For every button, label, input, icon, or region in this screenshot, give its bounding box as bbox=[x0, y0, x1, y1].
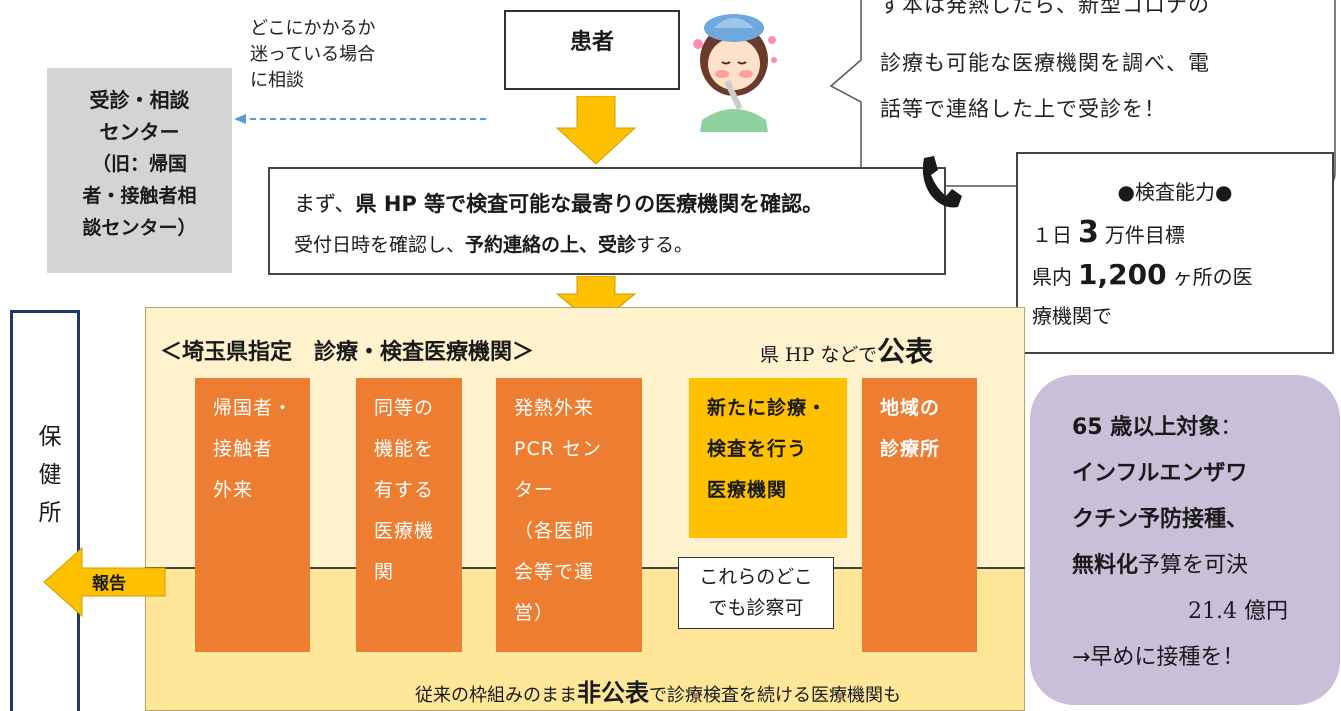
capacity-sites-suffix: ヶ所の医 bbox=[1172, 265, 1253, 289]
health-center-char-1: 保 bbox=[38, 424, 62, 450]
frame-footer-note: 従来の枠組みのまま非公表で診療検査を続ける医療機関も bbox=[415, 673, 901, 708]
column-new-institutions: 新たに診療・ 検査を行う 医療機関 bbox=[689, 378, 847, 538]
footer-bold: 非公表 bbox=[577, 679, 649, 707]
col-3-line-2: PCR セン bbox=[514, 438, 602, 460]
col-3-line-1: 発熱外来 bbox=[514, 397, 595, 419]
step-line-2: 受付日時を確認し、予約連絡の上、受診する。 bbox=[294, 229, 944, 261]
step-line-1-bold: 県 HP 等で検査可能な最寄りの医療機関を確認。 bbox=[355, 192, 824, 216]
step-line-1-plain: まず、 bbox=[294, 192, 356, 216]
col-1-line-1: 帰国者・ bbox=[213, 397, 294, 419]
consult-note: どこにかかるか 迷っている場合 に相談 bbox=[250, 16, 375, 94]
column-fever-pcr-center: 発熱外来 PCR セン ター （各医師 会等で運 営） bbox=[496, 378, 642, 652]
vaccine-age-bold: 65 歳以上対象 bbox=[1072, 415, 1221, 440]
health-center-box bbox=[10, 310, 80, 711]
step-line-2-bold: 予約連絡の上、受診 bbox=[465, 234, 637, 256]
col-4-line-3: 医療機関 bbox=[707, 479, 788, 501]
col-4-line-1: 新たに診療・ bbox=[707, 397, 828, 419]
vaccine-line-6: →早めに接種を！ bbox=[1072, 645, 1245, 670]
col-2-line-5: 関 bbox=[374, 561, 395, 583]
speech-line-2: 診療も可能な医療機関を調べ、電 bbox=[880, 51, 1210, 75]
col-3-line-6: 営） bbox=[514, 602, 555, 624]
vaccine-budget-text: 予算を可決 bbox=[1138, 553, 1249, 578]
publish-note-bold: 公表 bbox=[877, 335, 934, 368]
vaccine-age-colon: ： bbox=[1220, 415, 1243, 440]
capacity-sites-number: 1,200 bbox=[1078, 258, 1167, 291]
vaccine-free-bold: 無料化 bbox=[1072, 553, 1139, 578]
col-2-line-2: 機能を bbox=[374, 438, 435, 460]
speech-line-3: 話等で連絡した上で受診を！ bbox=[880, 97, 1166, 121]
consult-center-box: 受診・相談 センター （旧：帰国 者・接触者相 談センター） bbox=[47, 68, 232, 273]
vaccine-line-4: 無料化予算を可決 bbox=[1072, 543, 1340, 589]
col-2-line-3: 有する bbox=[374, 479, 435, 501]
flu-vaccine-box: 65 歳以上対象： インフルエンザワ クチン予防接種、 無料化予算を可決 21.… bbox=[1030, 375, 1340, 705]
column-equivalent-institutions: 同等の 機能を 有する 医療機 関 bbox=[356, 378, 462, 652]
speech-line-1: ず本は発熱したら、新型コロナの bbox=[880, 0, 1210, 17]
column-local-clinics: 地域の 診療所 bbox=[862, 378, 977, 652]
patient-label: 患者 bbox=[569, 30, 614, 55]
report-arrow-left bbox=[43, 546, 166, 618]
publish-note-plain: 県 HP などで bbox=[760, 344, 878, 366]
sick-patient-icon bbox=[693, 14, 777, 132]
col-5-line-1: 地域の bbox=[880, 397, 941, 419]
any-note-line-1: これらのどこ bbox=[699, 566, 813, 588]
col-5-line-2: 診療所 bbox=[880, 438, 941, 460]
capacity-daily-prefix: １日 bbox=[1032, 223, 1072, 247]
speech-text: ず本は発熱したら、新型コロナの 診療も可能な医療機関を調べ、電 話等で連絡した上… bbox=[880, 0, 1320, 132]
vaccine-line-1: 65 歳以上対象： bbox=[1072, 405, 1340, 451]
first-step-box: まず、県 HP 等で検査可能な最寄りの医療機関を確認。 受付日時を確認し、予約連… bbox=[268, 167, 946, 275]
consult-note-line-1: どこにかかるか bbox=[250, 18, 376, 39]
capacity-daily-number: 3 bbox=[1078, 215, 1099, 250]
consult-line-4: 者・接触者相 bbox=[82, 185, 197, 207]
any-note-line-2: でも診察可 bbox=[708, 597, 804, 619]
consult-line-1: 受診・相談 bbox=[89, 88, 190, 112]
health-center-label: 保 健 所 bbox=[30, 418, 70, 532]
step-line-2-plain-b: する。 bbox=[636, 234, 694, 256]
consult-line-5: 談センター） bbox=[82, 217, 197, 239]
col-3-line-4: （各医師 bbox=[514, 520, 595, 542]
consult-line-2: センター bbox=[99, 120, 180, 144]
col-3-line-5: 会等で運 bbox=[514, 561, 595, 583]
vaccine-line-2: インフルエンザワ bbox=[1072, 461, 1248, 486]
step-line-1: まず、県 HP 等で検査可能な最寄りの医療機関を確認。 bbox=[294, 187, 944, 221]
col-1-line-3: 外来 bbox=[213, 479, 254, 501]
consult-line-3: （旧：帰国 bbox=[91, 153, 187, 175]
health-center-char-3: 所 bbox=[38, 500, 62, 526]
col-1-line-2: 接触者 bbox=[213, 438, 274, 460]
publish-note: 県 HP などで公表 bbox=[760, 330, 933, 370]
health-center-char-2: 健 bbox=[38, 462, 62, 488]
consult-note-line-2: 迷っている場合 bbox=[250, 44, 376, 65]
dashed-arrow-to-consult bbox=[234, 114, 486, 124]
col-3-line-3: ター bbox=[514, 479, 555, 501]
col-2-line-1: 同等の bbox=[374, 397, 435, 419]
any-of-these-note: これらのどこ でも診察可 bbox=[678, 557, 834, 629]
capacity-sites-prefix: 県内 bbox=[1032, 265, 1072, 289]
consult-note-line-3: に相談 bbox=[250, 70, 304, 91]
capacity-title: ●検査能力● bbox=[1117, 180, 1233, 204]
capacity-line-4: 療機関で bbox=[1032, 304, 1112, 328]
footer-plain-b: で診療検査を続ける医療機関も bbox=[649, 685, 901, 706]
vaccine-line-3: クチン予防接種、 bbox=[1072, 507, 1249, 532]
frame-title: ＜埼玉県指定 診療・検査医療機関＞ bbox=[160, 340, 535, 365]
down-arrow-1 bbox=[555, 96, 637, 165]
footer-plain-a: 従来の枠組みのまま bbox=[415, 685, 577, 706]
step-line-2-plain-a: 受付日時を確認し、 bbox=[294, 234, 466, 256]
capacity-daily-suffix: 万件目標 bbox=[1104, 223, 1185, 247]
patient-box: 患者 bbox=[504, 10, 680, 90]
col-4-line-2: 検査を行う bbox=[707, 438, 808, 460]
vaccine-amount: 21.4 億円 bbox=[1188, 599, 1288, 624]
report-label: 報告 bbox=[92, 574, 126, 594]
column-returnee-contact-outpatient: 帰国者・ 接触者 外来 bbox=[195, 378, 310, 652]
phone-icon bbox=[922, 156, 962, 208]
col-2-line-4: 医療機 bbox=[374, 520, 435, 542]
